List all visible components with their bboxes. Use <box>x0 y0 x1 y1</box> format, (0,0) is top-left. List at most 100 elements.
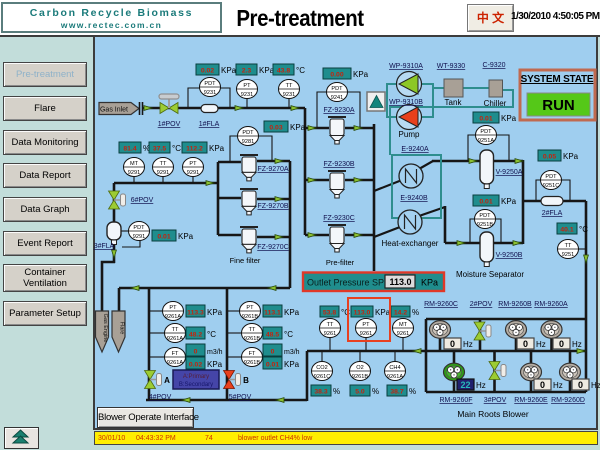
svg-text:Outlet Pressure SP: Outlet Pressure SP <box>307 278 384 288</box>
svg-text:PT: PT <box>189 161 197 167</box>
svg-text:RM-9260F: RM-9260F <box>439 397 472 404</box>
svg-text:0.02: 0.02 <box>189 361 202 368</box>
svg-text:5#POV: 5#POV <box>229 394 252 401</box>
svg-text:WP-9310B: WP-9310B <box>389 99 423 106</box>
svg-text:%: % <box>372 387 379 396</box>
svg-text:E-9240B: E-9240B <box>400 195 428 202</box>
svg-text:KPa: KPa <box>209 144 225 153</box>
svg-text:9261C: 9261C <box>314 374 330 380</box>
svg-text:PT: PT <box>243 83 251 89</box>
svg-text:Hz: Hz <box>536 340 546 349</box>
svg-text:°C: °C <box>579 225 588 234</box>
svg-text:MT: MT <box>130 161 139 167</box>
svg-text:KPa: KPa <box>207 308 223 317</box>
svg-text:9261B: 9261B <box>352 374 368 380</box>
svg-text:0.05: 0.05 <box>543 153 556 160</box>
svg-text:%: % <box>143 144 150 153</box>
svg-text:RM-9260D: RM-9260D <box>551 397 585 404</box>
svg-text:0: 0 <box>523 339 528 349</box>
svg-text:9261B: 9261B <box>244 360 260 366</box>
svg-text:%: % <box>333 387 340 396</box>
svg-text:m3/h: m3/h <box>284 349 300 356</box>
svg-text:A: A <box>164 376 170 385</box>
svg-text:°C: °C <box>207 330 216 339</box>
svg-text:KPa: KPa <box>563 152 579 161</box>
svg-text:FZ-9270C: FZ-9270C <box>257 244 289 251</box>
svg-text:Hz: Hz <box>591 381 600 390</box>
svg-text:22: 22 <box>460 380 470 390</box>
svg-text:6#POV: 6#POV <box>131 197 154 204</box>
svg-text:9231: 9231 <box>283 92 295 98</box>
svg-text:°C: °C <box>341 308 350 317</box>
svg-text:38.3: 38.3 <box>314 388 327 395</box>
svg-text:9251: 9251 <box>562 252 574 258</box>
svg-text:PDT: PDT <box>331 86 343 92</box>
svg-text:0.00: 0.00 <box>330 71 343 78</box>
svg-text:RUN: RUN <box>542 97 575 114</box>
svg-text:9241: 9241 <box>331 95 343 101</box>
svg-text:9291: 9291 <box>187 170 199 176</box>
svg-text:TT: TT <box>565 243 572 249</box>
svg-text:KPa: KPa <box>290 123 306 132</box>
svg-text:14.2: 14.2 <box>394 309 407 316</box>
svg-text:9291: 9291 <box>157 170 169 176</box>
svg-text:0: 0 <box>450 339 455 349</box>
svg-text:0.02: 0.02 <box>201 67 214 74</box>
svg-text:WP-9310A: WP-9310A <box>389 63 423 70</box>
svg-text:Heat-exchanger: Heat-exchanger <box>382 239 439 248</box>
svg-text:°C: °C <box>284 330 293 339</box>
svg-text:9231: 9231 <box>204 90 216 96</box>
svg-text:PDT: PDT <box>479 213 491 219</box>
svg-text:TT: TT <box>172 327 179 333</box>
svg-text:B:Secondary: B:Secondary <box>179 382 213 388</box>
svg-text:48.5: 48.5 <box>266 331 279 338</box>
svg-text:KPa: KPa <box>284 308 300 317</box>
svg-text:9291: 9291 <box>133 234 145 240</box>
svg-text:9261: 9261 <box>360 331 372 337</box>
svg-text:KPa: KPa <box>353 70 369 79</box>
svg-text:3#POV: 3#POV <box>484 397 507 404</box>
svg-text:2#POV: 2#POV <box>470 301 493 308</box>
svg-text:112.2: 112.2 <box>186 145 203 152</box>
svg-text:FZ-9230C: FZ-9230C <box>323 215 355 222</box>
svg-text:FZ-9230A: FZ-9230A <box>323 107 354 114</box>
svg-text:°C: °C <box>172 144 181 153</box>
svg-text:0.03: 0.03 <box>269 124 282 131</box>
svg-text:9261A: 9261A <box>387 374 403 380</box>
svg-text:9281: 9281 <box>242 139 254 145</box>
svg-text:KPa: KPa <box>221 66 237 75</box>
svg-text:9251C: 9251C <box>543 183 559 189</box>
svg-text:2.3: 2.3 <box>242 67 252 74</box>
svg-text:Gas Inlet: Gas Inlet <box>100 107 128 114</box>
svg-text:PDT: PDT <box>480 129 492 135</box>
svg-text:KPa: KPa <box>207 360 223 369</box>
svg-text:RM-9260A: RM-9260A <box>534 301 568 308</box>
svg-text:38.7: 38.7 <box>390 388 403 395</box>
svg-text:PT: PT <box>246 305 254 311</box>
svg-text:V-9250B: V-9250B <box>496 252 523 259</box>
svg-text:PDT: PDT <box>133 225 145 231</box>
svg-text:RM-9260C: RM-9260C <box>424 301 458 308</box>
svg-text:4#POV: 4#POV <box>149 394 172 401</box>
svg-text:KPa: KPa <box>259 66 275 75</box>
svg-text:FZ-9270B: FZ-9270B <box>257 203 288 210</box>
svg-text:KPa: KPa <box>421 278 438 288</box>
svg-text:V-9250A: V-9250A <box>496 169 523 176</box>
svg-text:FT: FT <box>172 351 179 357</box>
svg-text:0.01: 0.01 <box>479 198 492 205</box>
svg-text:O2: O2 <box>356 365 363 371</box>
svg-text:B: B <box>243 376 249 385</box>
svg-text:9261A: 9261A <box>167 360 183 366</box>
svg-text:°C: °C <box>296 66 305 75</box>
svg-text:SYSTEM STATE: SYSTEM STATE <box>521 74 594 85</box>
svg-text:PDT: PDT <box>242 130 254 136</box>
svg-text:9261A: 9261A <box>167 336 183 342</box>
svg-text:48.2: 48.2 <box>189 331 202 338</box>
svg-text:FZ-9230B: FZ-9230B <box>323 161 354 168</box>
svg-text:2#FLA: 2#FLA <box>542 210 563 217</box>
svg-text:0.01: 0.01 <box>266 361 279 368</box>
svg-text:Moisture Separator: Moisture Separator <box>456 270 524 279</box>
svg-text:A:Primary: A:Primary <box>183 374 209 380</box>
svg-text:113.3: 113.3 <box>187 309 204 316</box>
svg-text:0: 0 <box>194 348 198 355</box>
